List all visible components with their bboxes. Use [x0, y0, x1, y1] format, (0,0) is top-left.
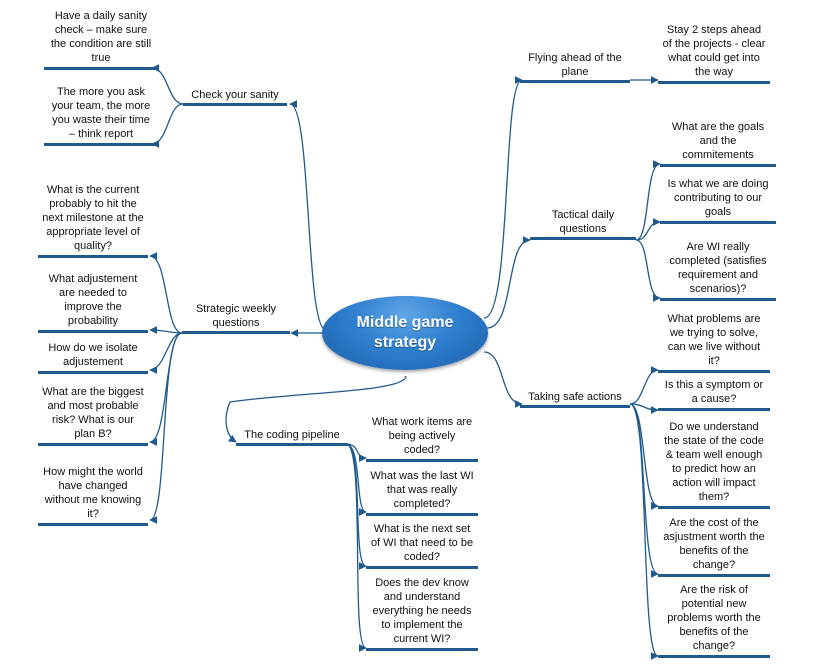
leaf-stay-two-steps-ahead[interactable]: Stay 2 steps ahead of the projects - cle… [658, 23, 770, 84]
central-topic[interactable]: Middle game strategy [322, 296, 488, 370]
branch-the-coding-pipeline[interactable]: The coding pipeline [236, 428, 348, 446]
leaf-work-items-coded[interactable]: What work items are being actively coded… [366, 415, 478, 462]
branch-taking-safe-actions[interactable]: Taking safe actions [520, 390, 630, 408]
link-safe-leaf-4 [629, 403, 659, 578]
branch-check-your-sanity[interactable]: Check your sanity [183, 88, 287, 106]
link-safe-leaf-1 [629, 366, 659, 405]
link-strategic-leaf-3 [149, 332, 183, 374]
leaf-wi-really-completed[interactable]: Are WI really completed (satisfies requi… [660, 240, 776, 301]
leaf-daily-sanity-check[interactable]: Have a daily sanity check – make sure th… [44, 9, 158, 70]
leaf-last-wi-completed[interactable]: What was the last WI that was really com… [366, 469, 478, 516]
leaf-understand-state[interactable]: Do we understand the state of the code &… [658, 420, 770, 509]
link-safe-leaf-2 [629, 403, 659, 414]
leaf-current-probability[interactable]: What is the current probably to hit the … [38, 183, 148, 258]
leaf-more-you-ask[interactable]: The more you ask your team, the more you… [44, 85, 158, 146]
leaf-world-changed[interactable]: How might the world have changed without… [38, 465, 148, 526]
link-tactical-leaf-1 [635, 160, 661, 241]
leaf-dev-understand[interactable]: Does the dev know and understand everyth… [366, 576, 478, 651]
link-center-sanity [289, 100, 327, 331]
link-tactical-leaf-2 [635, 218, 661, 241]
leaf-cost-of-adjustment[interactable]: Are the cost of the asjustment worth the… [658, 516, 770, 577]
link-strategic-leaf-5 [149, 332, 183, 524]
link-pipeline-leaf-4 [345, 443, 367, 652]
link-strategic-leaf-1 [149, 252, 183, 334]
leaf-biggest-risk[interactable]: What are the biggest and most probable r… [38, 385, 148, 446]
leaf-symptom-or-cause[interactable]: Is this a symptom or a cause? [658, 378, 770, 411]
leaf-next-set-of-wi[interactable]: What is the next set of WI that need to … [366, 522, 478, 569]
link-tactical-leaf-3 [635, 239, 661, 302]
link-center-flying [483, 76, 523, 319]
leaf-contributing-to-goals[interactable]: Is what we are doing contributing to our… [660, 177, 776, 224]
branch-strategic-weekly-questions[interactable]: Strategic weekly questions [182, 302, 290, 334]
link-center-safe [483, 351, 523, 408]
leaf-goals-and-commitements[interactable]: What are the goals and the commitements [660, 120, 776, 167]
link-safe-leaf-5 [629, 403, 659, 660]
link-sanity-leaf-2 [151, 103, 184, 148]
link-center-pipeline [225, 375, 407, 443]
leaf-isolate-adjustement[interactable]: How do we isolate adjustement [38, 341, 148, 374]
leaf-risk-new-problems[interactable]: Are the risk of potential new problems w… [658, 583, 770, 658]
central-topic-label: Middle game strategy [356, 314, 454, 351]
branch-tactical-daily-questions[interactable]: Tactical daily questions [530, 208, 636, 240]
leaf-adjustement-needed[interactable]: What adjustement are needed to improve t… [38, 272, 148, 333]
branch-flying-ahead-of-the-plane[interactable]: Flying ahead of the plane [520, 51, 630, 83]
link-center-tactical [485, 236, 531, 329]
leaf-problems-to-solve[interactable]: What problems are we trying to solve, ca… [658, 312, 770, 373]
link-strategic-leaf-4 [149, 332, 183, 446]
